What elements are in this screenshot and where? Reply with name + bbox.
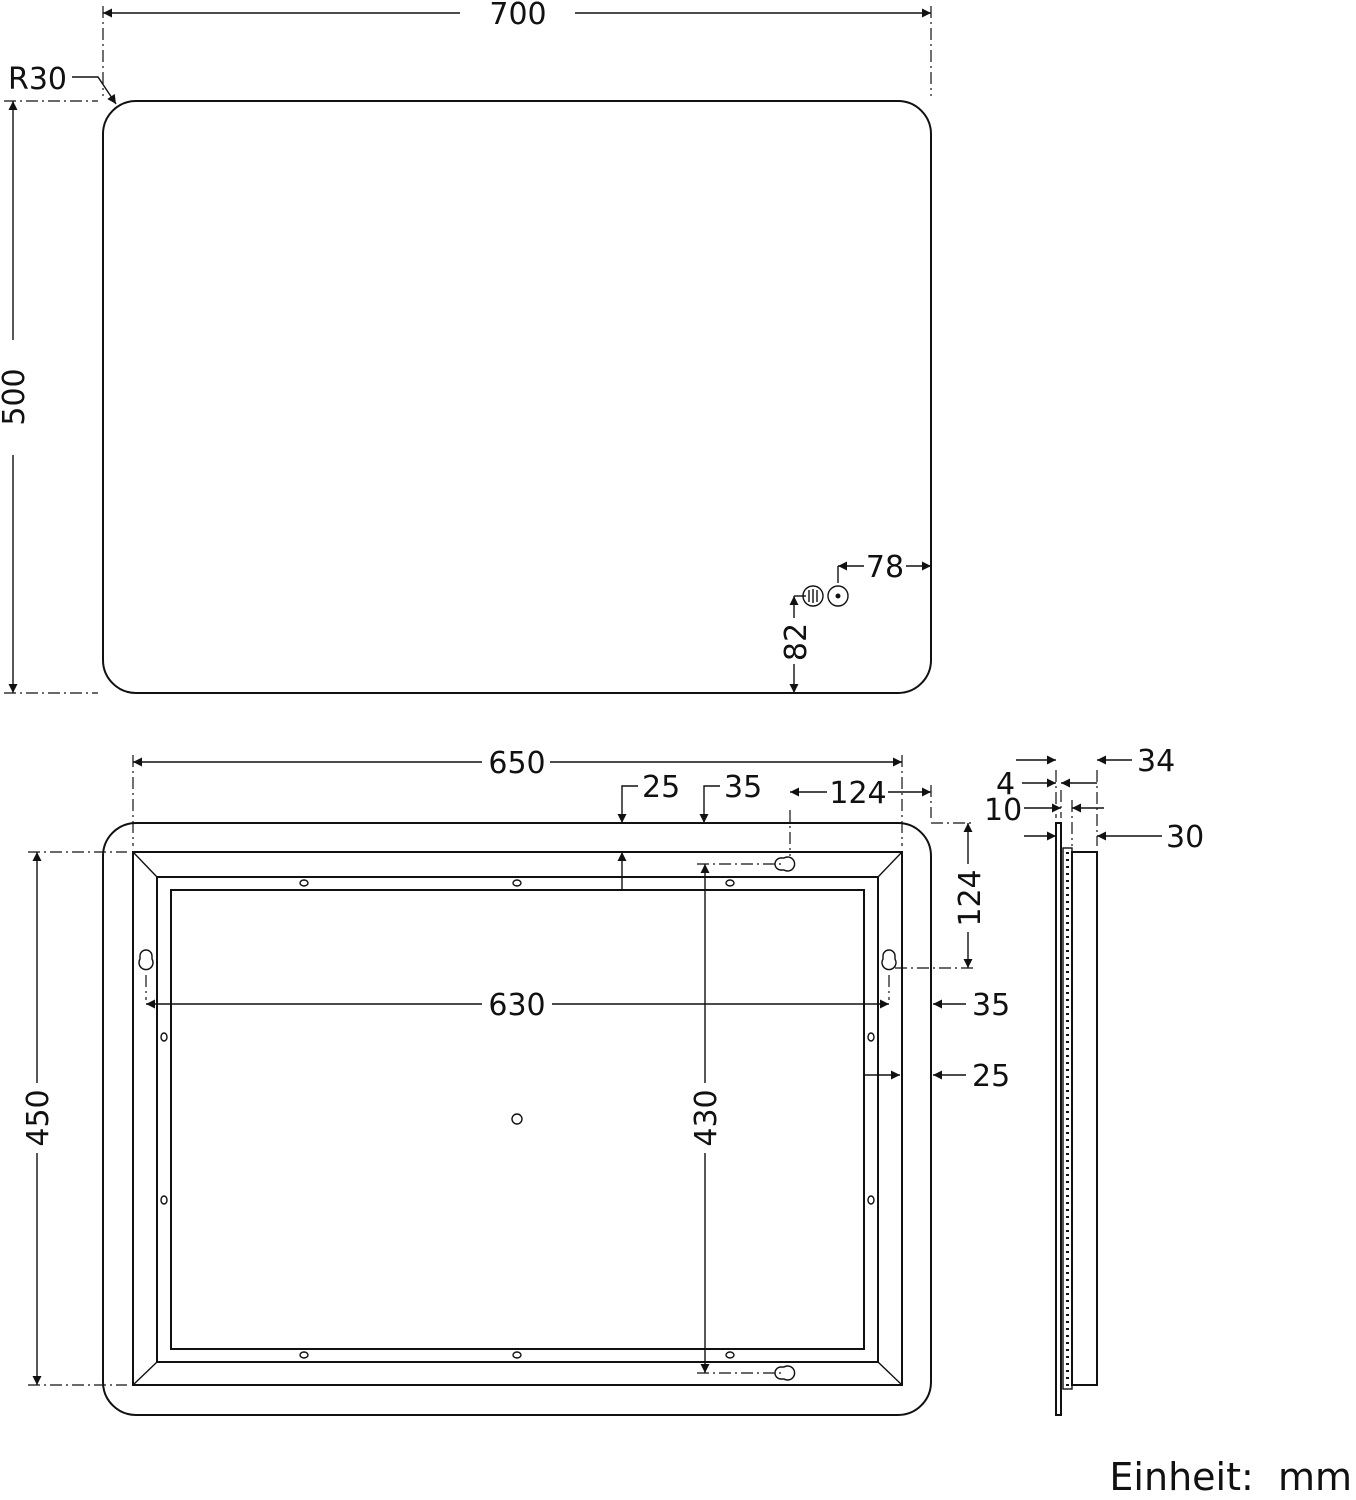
dim-frame-height-450: 450 [21,1089,56,1146]
dim-switch-y-82: 82 [779,623,814,661]
side-frame [1071,851,1098,1386]
dim-hanger-spacing-430: 430 [689,1089,724,1146]
unit-label: Einheit: mm [1109,1455,1352,1499]
dim-inner-offset-35: 35 [724,770,762,805]
dim-width-700: 700 [489,0,546,32]
side-view: 34 4 10 30 [984,744,1204,1416]
back-frame-rail [156,876,879,1363]
dim-spacer-10: 10 [984,793,1022,828]
dim-top-margin-25: 25 [642,770,680,805]
dim-radius-r30: R30 [8,62,67,97]
keyhole-hanger-icon [774,1365,796,1381]
front-view: 700 500 R30 78 82 [0,0,932,694]
back-frame-outer [132,851,903,1386]
dim-side-offset-35: 35 [972,988,1010,1023]
dim-height-500: 500 [0,368,32,425]
dim-side-offset-25: 25 [972,1059,1010,1094]
back-mirror-outline [102,822,932,1416]
dim-glass-4: 4 [996,767,1015,802]
dim-total-depth-34: 34 [1137,744,1175,779]
back-view: 650 25 35 124 124 630 430 450 35 [21,746,1010,1416]
side-glass [1055,822,1062,1416]
screw-holes [160,879,875,1359]
keyhole-hanger-icon [881,949,897,971]
keyhole-hanger-icon [774,856,796,872]
keyhole-hanger-icon [138,949,154,971]
dim-hanger-x-124: 124 [829,776,886,811]
dim-frame-width-650: 650 [488,746,545,781]
dim-switch-x-78: 78 [866,550,904,585]
dim-frame-depth-30: 30 [1166,820,1204,855]
dim-hanger-y-124: 124 [953,869,988,926]
back-frame-inner [170,889,865,1350]
dim-hanger-spacing-630: 630 [488,988,545,1023]
touch-switch-icon [802,585,849,607]
mirror-outline [102,100,932,694]
